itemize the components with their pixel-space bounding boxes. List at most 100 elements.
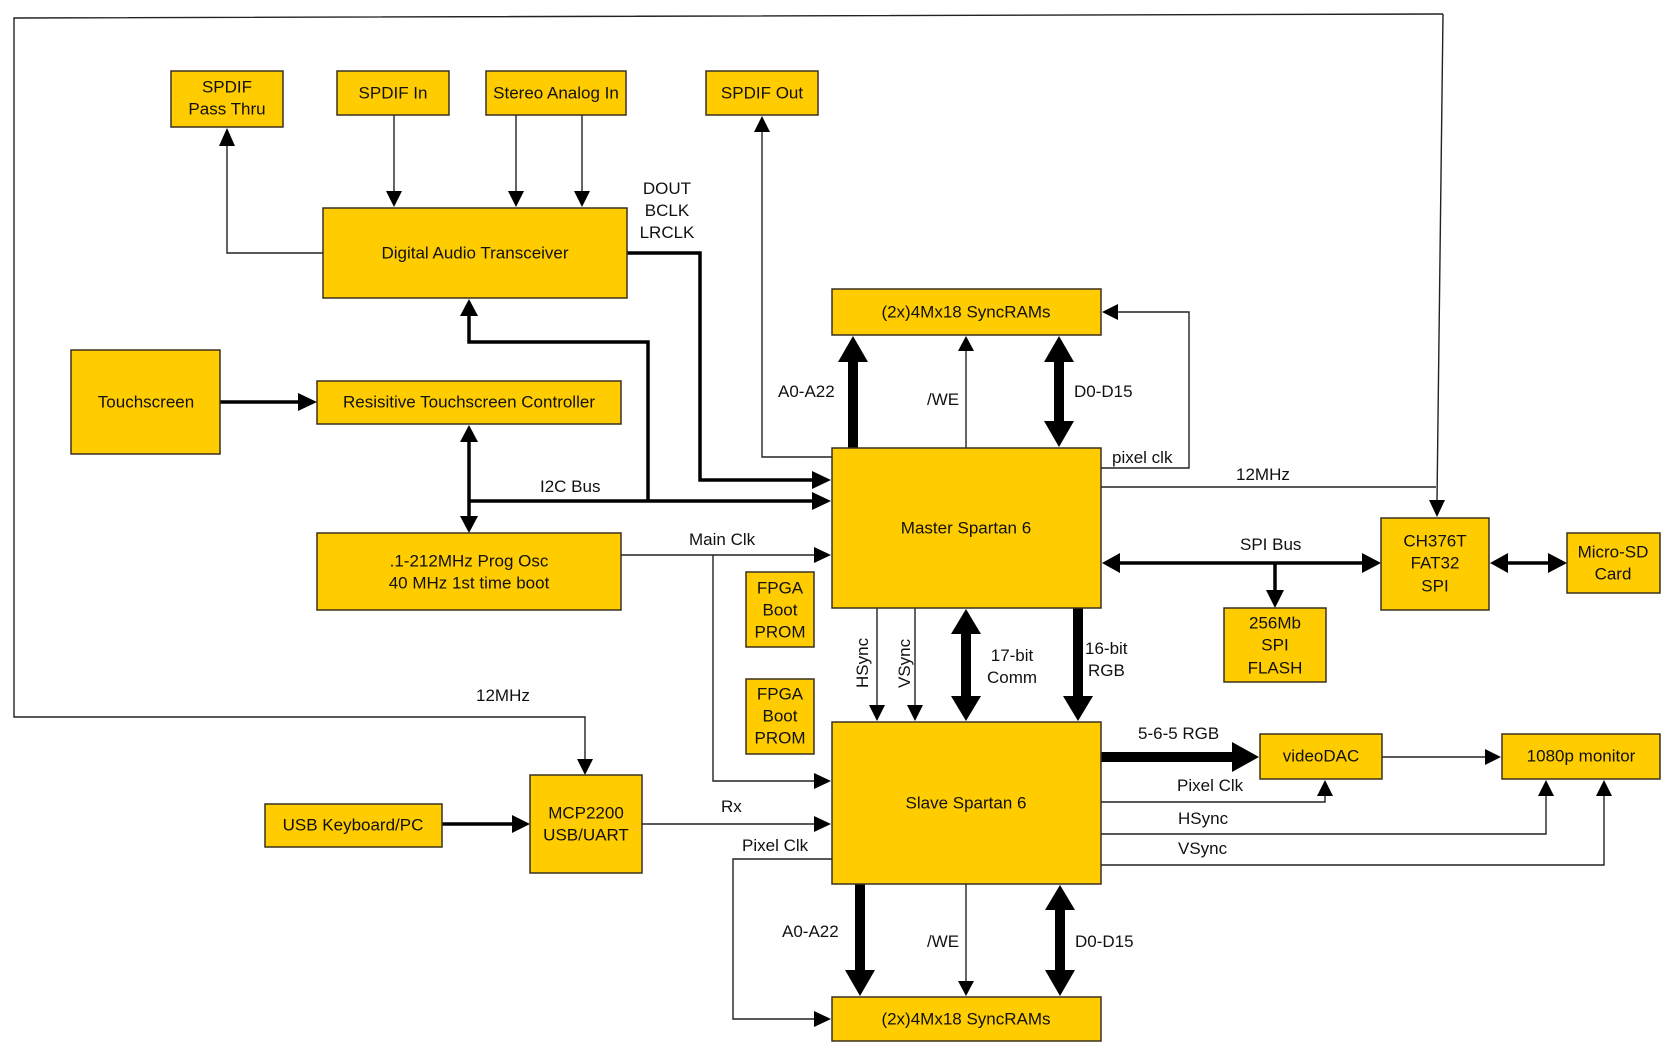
label-spi-bus: SPI Bus [1240, 535, 1301, 554]
block-label: Boot [763, 600, 798, 619]
block-master-spartan: Master Spartan 6 [831, 447, 1102, 609]
arrowhead [1102, 304, 1118, 320]
label-12mhz-left: 12MHz [476, 686, 530, 705]
label-we-top: /WE [927, 390, 959, 409]
wire-pixel-clk-dac [1101, 795, 1326, 803]
label-d-bottom: D0-D15 [1075, 932, 1134, 951]
wire-pixel-clk-top [1101, 311, 1190, 469]
wire-main-clk-slave [712, 555, 815, 782]
block-label: Micro-SD [1578, 542, 1649, 561]
wire-spdif-out [761, 132, 832, 458]
wire-12mhz-ch376 [1436, 13, 1444, 501]
block-label: USB/UART [543, 825, 629, 844]
label-we-bottom: /WE [927, 932, 959, 951]
label-i2c-bus: I2C Bus [540, 477, 600, 496]
arrowhead [460, 299, 478, 316]
arrowhead [812, 492, 831, 510]
label-audio-bclk: BCLK [645, 201, 690, 220]
arrowhead [460, 516, 478, 533]
signal-labels: DOUT BCLK LRCLK I2C Bus Main Clk A0-A22 … [476, 179, 1301, 951]
block-fpga-boot-prom-1: FPGA Boot PROM [745, 571, 815, 648]
arrowhead [1485, 749, 1501, 765]
arrowhead [754, 116, 770, 132]
block-label: SPDIF [202, 77, 252, 96]
block-prog-osc: .1-212MHz Prog Osc 40 MHz 1st time boot [316, 532, 622, 611]
wire-12mhz-loop [13, 13, 1444, 760]
block-syncrams-top: (2x)4Mx18 SyncRAMs [831, 288, 1102, 336]
arrowhead [1490, 553, 1508, 573]
block-touch-controller: Resisitive Touchscreen Controller [316, 380, 622, 425]
label-main-clk: Main Clk [689, 530, 756, 549]
arrowhead [574, 191, 590, 207]
label-rx: Rx [721, 797, 742, 816]
block-mcp2200: MCP2200 USB/UART [529, 774, 643, 874]
arrowhead [812, 471, 831, 489]
arrowhead [814, 1011, 831, 1027]
arrowhead [386, 191, 402, 207]
arrowhead [1362, 553, 1381, 573]
wire-vsync-out [1101, 795, 1605, 866]
block-label: Stereo Analog In [493, 83, 619, 102]
block-spi-flash: 256Mb SPI FLASH [1223, 607, 1327, 683]
block-label: Touchscreen [98, 392, 194, 411]
block-label: 40 MHz 1st time boot [389, 573, 550, 592]
arrowhead [1538, 780, 1554, 796]
block-label: Boot [763, 706, 798, 725]
arrowhead [838, 336, 868, 362]
block-ch376t: CH376T FAT32 SPI [1380, 517, 1490, 611]
wire-spdif-pass [226, 146, 323, 254]
block-label: FAT32 [1411, 553, 1460, 572]
label-pixel-clk-dac: Pixel Clk [1177, 776, 1244, 795]
block-micro-sd: Micro-SD Card [1566, 532, 1661, 594]
block-label: SPDIF Out [721, 83, 803, 102]
wire-hsync-out [1101, 795, 1547, 835]
block-syncrams-bottom: (2x)4Mx18 SyncRAMs [831, 996, 1102, 1042]
arrowhead [1063, 696, 1093, 721]
block-label: Digital Audio Transceiver [381, 243, 568, 262]
block-stereo-analog-in: Stereo Analog In [485, 70, 627, 116]
arrowhead [814, 547, 831, 563]
block-spdif-in: SPDIF In [336, 70, 450, 116]
block-label: (2x)4Mx18 SyncRAMs [881, 302, 1050, 321]
wire-i2c-to-dat [467, 315, 650, 501]
block-spdif-pass-thru: SPDIF Pass Thru [170, 70, 284, 128]
label-audio-lrclk: LRCLK [640, 223, 695, 242]
label-comm-2: Comm [987, 668, 1037, 687]
arrowhead [1596, 780, 1612, 796]
wire-pixel-clk-slave [732, 858, 832, 1020]
block-spdif-out: SPDIF Out [705, 70, 819, 116]
label-rgb16-2: RGB [1088, 661, 1125, 680]
arrowhead [1429, 500, 1445, 517]
arrowhead [219, 128, 235, 146]
label-vsync-out: VSync [1178, 839, 1228, 858]
arrowhead [1317, 780, 1333, 796]
label-comm-1: 17-bit [991, 646, 1034, 665]
arrowhead [1045, 885, 1075, 910]
label-hsync-out: HSync [1178, 809, 1229, 828]
arrowhead [1232, 742, 1259, 772]
blocks: SPDIF Pass Thru SPDIF In Stereo Analog I… [70, 70, 1661, 1042]
arrowhead [951, 609, 981, 634]
block-label: 256Mb [1249, 613, 1301, 632]
arrowhead [1045, 970, 1075, 996]
arrowhead [1044, 421, 1074, 447]
block-label: FPGA [757, 684, 804, 703]
block-fpga-boot-prom-2: FPGA Boot PROM [745, 678, 815, 755]
label-d-top: D0-D15 [1074, 382, 1133, 401]
arrowhead [460, 425, 478, 442]
label-rgb16-1: 16-bit [1085, 639, 1128, 658]
block-label: 1080p monitor [1527, 746, 1636, 765]
block-label: Slave Spartan 6 [906, 793, 1027, 812]
label-a-bottom: A0-A22 [782, 922, 839, 941]
arrowhead [869, 705, 885, 721]
block-digital-audio-transceiver: Digital Audio Transceiver [322, 207, 628, 299]
arrowhead [845, 970, 875, 996]
block-slave-spartan: Slave Spartan 6 [831, 721, 1102, 885]
connectors [13, 13, 1612, 1027]
arrowhead [814, 816, 831, 832]
label-audio-dout: DOUT [643, 179, 691, 198]
block-label: FLASH [1248, 658, 1303, 677]
arrowhead [958, 336, 974, 351]
block-video-dac: videoDAC [1259, 733, 1383, 780]
